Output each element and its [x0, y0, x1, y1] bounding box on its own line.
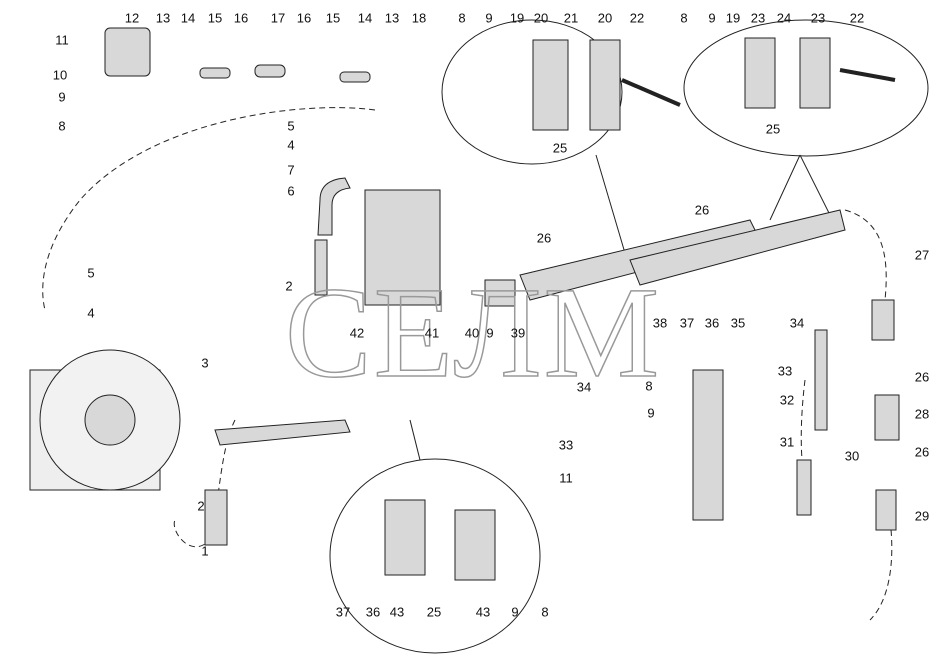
- callout-number: 26: [694, 202, 710, 218]
- callout-number: 42: [349, 325, 365, 341]
- callout-number: 19: [509, 10, 525, 26]
- callout-number: 25: [765, 121, 781, 137]
- callout-number: 33: [558, 437, 574, 453]
- callout-number: 25: [552, 140, 568, 156]
- callout-number: 1: [201, 543, 209, 559]
- callout-number: 35: [730, 315, 746, 331]
- watermark-logo: СЕЛМ: [284, 261, 662, 405]
- callout-number: 26: [536, 230, 552, 246]
- callout-number: 36: [704, 315, 720, 331]
- callout-number: 20: [533, 10, 549, 26]
- callout-number: 3: [201, 355, 209, 371]
- callout-number: 23: [750, 10, 766, 26]
- callout-number: 8: [458, 10, 466, 26]
- callout-number: 9: [58, 89, 66, 105]
- callout-number: 9: [511, 604, 519, 620]
- callout-number: 8: [680, 10, 688, 26]
- callout-number: 7: [287, 162, 295, 178]
- callout-number: 9: [486, 325, 494, 341]
- callout-number: 43: [389, 604, 405, 620]
- callout-number: 8: [58, 118, 66, 134]
- callout-number: 9: [708, 10, 716, 26]
- callout-number: 11: [559, 470, 573, 486]
- callout-number: 15: [325, 10, 341, 26]
- callout-number: 34: [576, 379, 592, 395]
- callout-number: 30: [844, 448, 860, 464]
- callout-number: 2: [197, 498, 205, 514]
- callout-number: 39: [510, 325, 526, 341]
- callout-number: 37: [679, 315, 695, 331]
- arrow-lines: [409, 154, 831, 461]
- callout-number: 40: [464, 325, 480, 341]
- callout-number: 43: [475, 604, 491, 620]
- parts: [29, 27, 900, 581]
- callout-number: 13: [384, 10, 400, 26]
- callout-number: 10: [52, 67, 68, 83]
- callout-number: 12: [124, 10, 140, 26]
- callout-number: 14: [357, 10, 373, 26]
- callout-number: 8: [645, 378, 653, 394]
- callout-number: 36: [365, 604, 381, 620]
- callout-number: 20: [597, 10, 613, 26]
- callout-number: 17: [270, 10, 286, 26]
- detail-ellipses: [329, 19, 929, 654]
- callout-number: 8: [541, 604, 549, 620]
- callout-number: 32: [779, 392, 795, 408]
- callout-number: 4: [287, 137, 295, 153]
- callout-number: 24: [776, 10, 792, 26]
- callout-number: 2: [285, 278, 293, 294]
- callout-number: 5: [87, 265, 95, 281]
- callout-number: 5: [287, 118, 295, 134]
- callout-number: 6: [287, 183, 295, 199]
- callout-number: 31: [779, 434, 795, 450]
- callout-number: 16: [296, 10, 312, 26]
- callout-number: 29: [914, 508, 930, 524]
- callout-number: 41: [424, 325, 440, 341]
- callout-number: 9: [647, 405, 655, 421]
- callout-number: 28: [914, 406, 930, 422]
- callout-number: 13: [155, 10, 171, 26]
- callout-number: 25: [426, 604, 442, 620]
- callout-number: 37: [335, 604, 351, 620]
- callout-number: 21: [563, 10, 579, 26]
- callout-number: 22: [849, 10, 865, 26]
- callout-number: 27: [914, 247, 930, 263]
- callout-number: 4: [87, 305, 95, 321]
- callout-number: 34: [789, 315, 805, 331]
- callout-number: 19: [725, 10, 741, 26]
- callout-number: 18: [411, 10, 427, 26]
- callout-number: 38: [652, 315, 668, 331]
- callout-number: 26: [914, 444, 930, 460]
- callout-number: 14: [180, 10, 196, 26]
- callout-number: 26: [914, 369, 930, 385]
- callout-number: 23: [810, 10, 826, 26]
- callout-number: 11: [55, 32, 69, 48]
- callout-number: 15: [207, 10, 223, 26]
- callout-number: 16: [233, 10, 249, 26]
- callout-number: 33: [777, 363, 793, 379]
- callout-number: 9: [485, 10, 493, 26]
- callout-number: 22: [629, 10, 645, 26]
